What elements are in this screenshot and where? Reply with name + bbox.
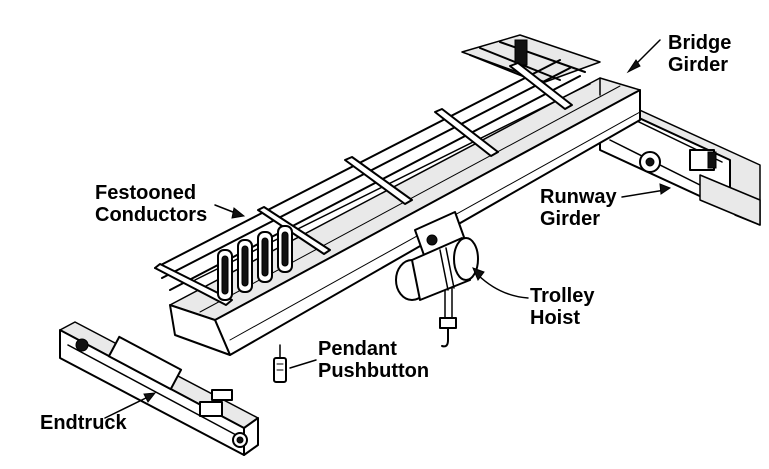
leader-endtruck bbox=[104, 395, 151, 419]
arrowhead-runway-girder bbox=[659, 183, 672, 195]
label-pendant-pushbutton-line2: Pushbutton bbox=[318, 360, 430, 382]
label-trolley-hoist-line2: Hoist bbox=[530, 307, 580, 329]
pendant-pushbutton-drawing bbox=[273, 344, 287, 383]
label-festooned-conductors-line1: Festooned bbox=[95, 182, 197, 204]
trolley-hoist-drawing bbox=[395, 211, 479, 348]
arrowhead-trolley-hoist bbox=[472, 267, 485, 281]
label-pendant-pushbutton-line1: Pendant bbox=[318, 338, 397, 360]
festoon-loops bbox=[217, 225, 293, 301]
leader-runway-girder bbox=[621, 189, 666, 198]
arrowhead-endtruck bbox=[143, 392, 157, 403]
label-festooned-conductors-line2: Conductors bbox=[95, 204, 208, 226]
leader-trolley-hoist bbox=[477, 274, 529, 299]
label-trolley-hoist-line1: Trolley bbox=[530, 285, 595, 307]
arrowhead-bridge-girder bbox=[626, 59, 641, 74]
label-runway-girder-line1: Runway bbox=[540, 186, 617, 208]
label-runway-girder: Runway Girder bbox=[540, 186, 617, 230]
runway-girder-right bbox=[599, 91, 761, 226]
label-festooned-conductors: Festooned Conductors bbox=[95, 182, 207, 226]
label-trolley-hoist: Trolley Hoist bbox=[530, 285, 594, 329]
label-bridge-girder-line2: Girder bbox=[668, 54, 729, 76]
label-bridge-girder-line1: Bridge bbox=[668, 32, 732, 54]
label-endtruck-line1: Endtruck bbox=[40, 412, 127, 434]
label-endtruck: Endtruck bbox=[40, 412, 127, 434]
endtruck-drawing bbox=[59, 321, 259, 456]
label-runway-girder-line2: Girder bbox=[540, 208, 601, 230]
leader-lines bbox=[104, 39, 672, 419]
label-bridge-girder: Bridge Girder bbox=[668, 32, 731, 76]
festoon-system bbox=[154, 59, 591, 306]
leader-pendant-pushbutton bbox=[289, 359, 317, 369]
arrowhead-festooned-conductors bbox=[231, 207, 246, 219]
label-pendant-pushbutton: Pendant Pushbutton bbox=[318, 338, 429, 382]
